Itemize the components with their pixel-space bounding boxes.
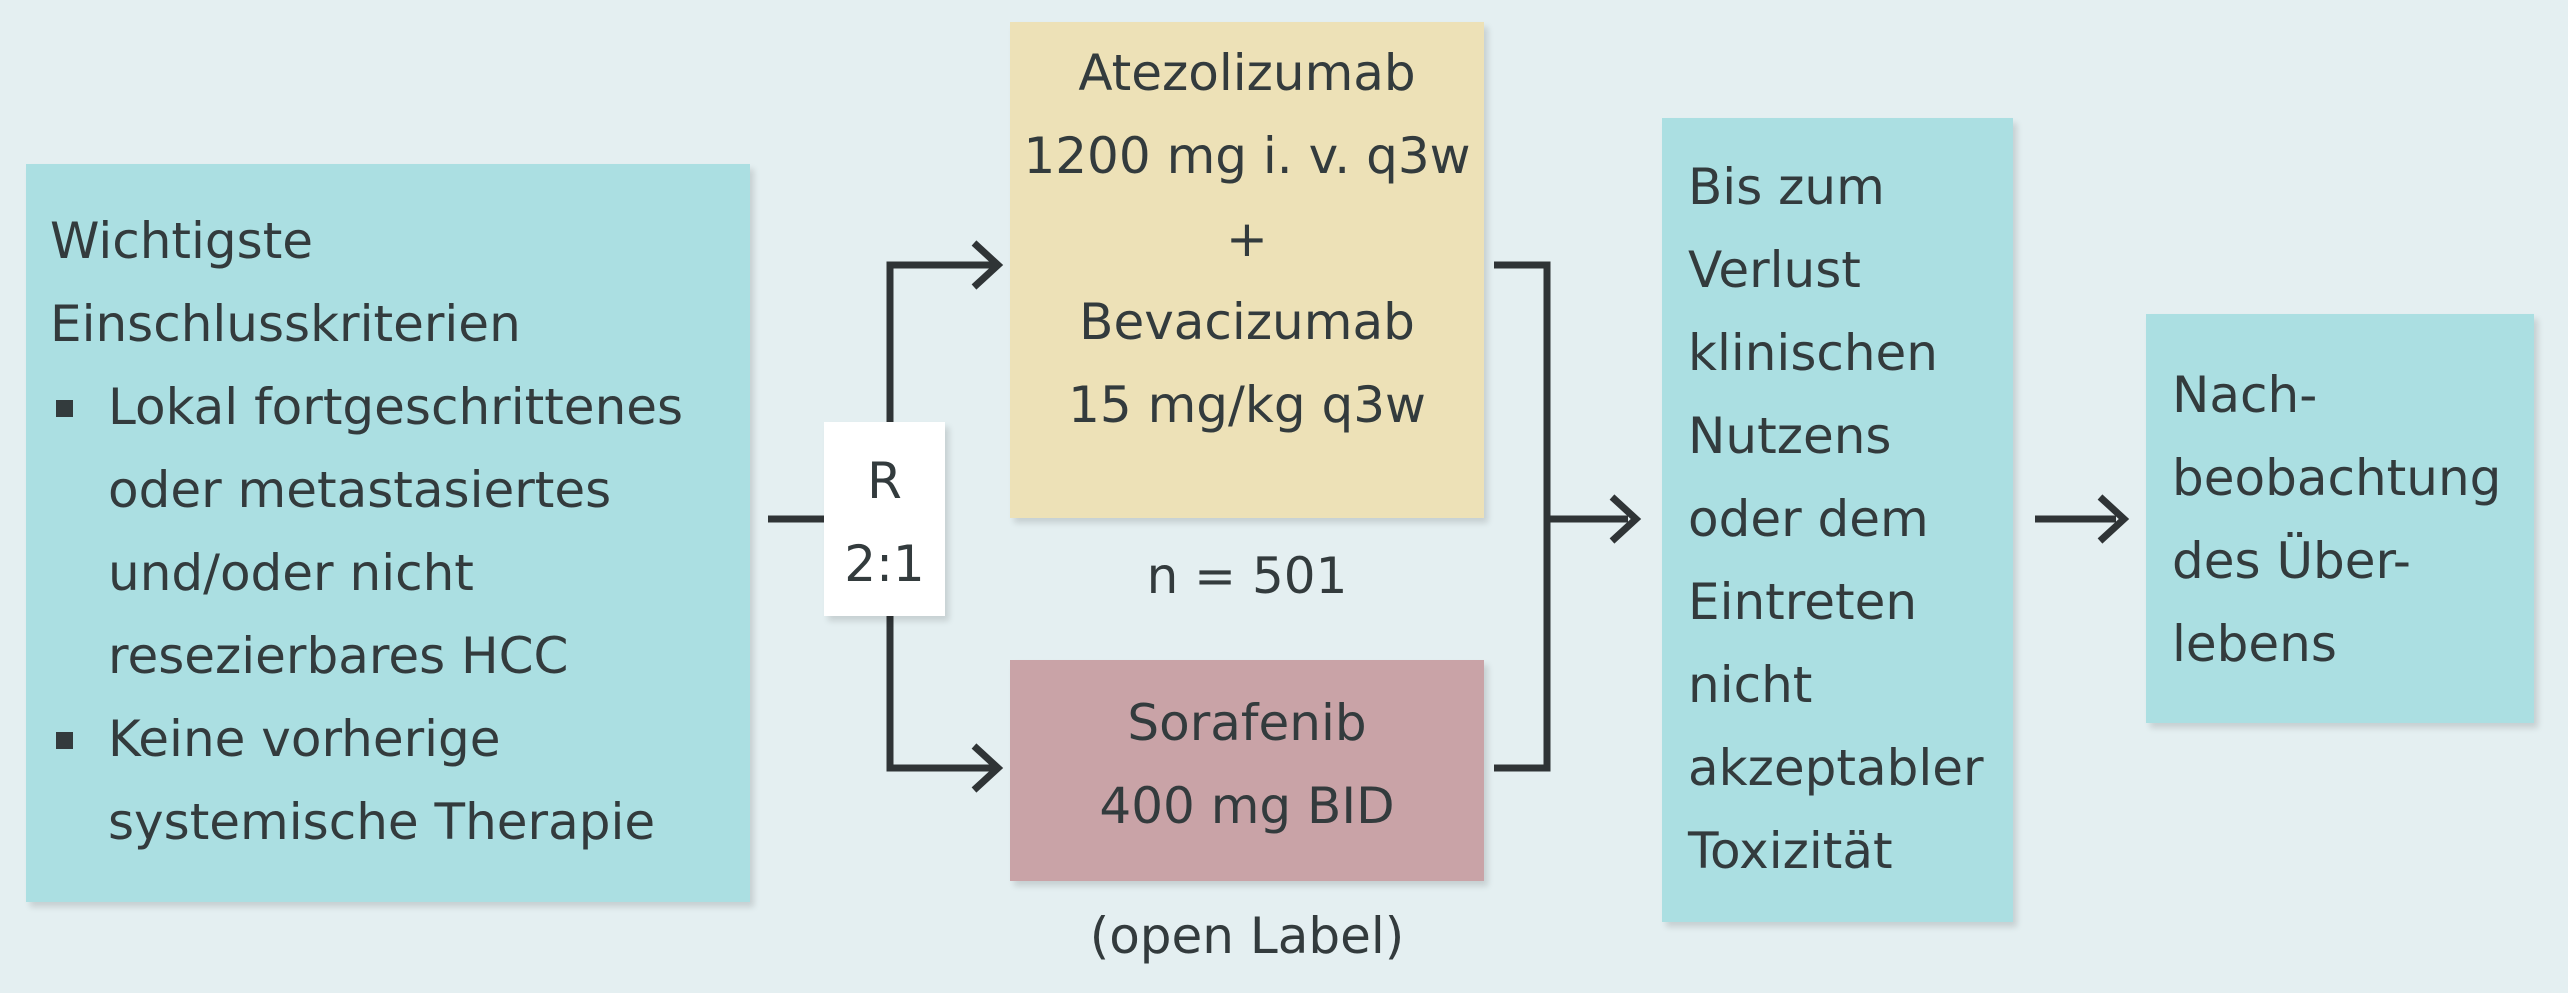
sample-size-label: n = 501 <box>1146 547 1348 605</box>
open-label-note: (open Label) <box>1089 907 1405 965</box>
criteria-title-line1: Wichtigste <box>50 212 314 270</box>
randomization-ratio: 2:1 <box>844 535 925 593</box>
criteria-bullet-1: Lokal fortgeschrittenes oder metastasier… <box>50 366 750 698</box>
followup-line-3: des Über- <box>2172 532 2411 590</box>
until-line-1: Bis zum <box>1688 158 1885 216</box>
arm1-line-5: 15 mg/kg q3w <box>1068 376 1426 434</box>
followup-line-1: Nach- <box>2172 366 2318 424</box>
arm-atezolizumab-bevacizumab: Atezolizumab 1200 mg i. v. q3w + Bevaciz… <box>1010 22 1484 518</box>
survival-followup-box: Nach- beobachtung des Über- lebens <box>2146 314 2534 723</box>
criteria-title-line2: Einschlusskriterien <box>50 295 521 353</box>
until-line-4: Nutzens <box>1688 407 1892 465</box>
bullet-2-line-2: systemische Therapie <box>108 793 656 851</box>
followup-line-4: lebens <box>2172 615 2337 673</box>
bullet-1-line-1: Lokal fortgeschrittenes <box>108 378 684 436</box>
arm2-line-2: 400 mg BID <box>1099 777 1395 835</box>
arm2-line-1: Sorafenib <box>1127 694 1367 752</box>
arrowhead-arm1 <box>971 240 1004 290</box>
until-line-9: Toxizität <box>1688 822 1893 880</box>
followup-line-2: beobachtung <box>2172 449 2502 507</box>
until-line-8: akzeptabler <box>1688 739 1984 797</box>
bullet-1-line-3: und/oder nicht <box>108 544 474 602</box>
treatment-duration-box: Bis zum Verlust klinischen Nutzens oder … <box>1662 118 2013 922</box>
bullet-1-line-2: oder metastasiertes <box>108 461 612 519</box>
arm1-line-4: Bevacizumab <box>1079 293 1415 351</box>
until-line-2: Verlust <box>1688 241 1861 299</box>
bullet-2-line-1: Keine vorherige <box>108 710 501 768</box>
arm1-line-2: 1200 mg i. v. q3w <box>1023 127 1471 185</box>
until-line-5: oder dem <box>1688 490 1929 548</box>
arm1-line-1: Atezolizumab <box>1078 44 1416 102</box>
arrowhead-until <box>1609 494 1642 544</box>
arrowhead-arm2 <box>971 743 1004 793</box>
arm1-line-3: + <box>1226 210 1268 268</box>
randomization-label: R <box>867 452 902 510</box>
until-line-7: nicht <box>1688 656 1813 714</box>
randomization-box: R 2:1 <box>824 422 945 616</box>
until-line-6: Eintreten <box>1688 573 1918 631</box>
arrowhead-followup <box>2097 494 2130 544</box>
bullet-1-line-4: resezierbares HCC <box>108 627 569 685</box>
connector-merge <box>1494 261 1551 772</box>
until-line-3: klinischen <box>1688 324 1938 382</box>
arm-sorafenib: Sorafenib 400 mg BID <box>1010 660 1484 881</box>
inclusion-criteria-box: Wichtigste Einschlusskriterien Lokal for… <box>26 164 750 902</box>
criteria-bullet-2: Keine vorherige systemische Therapie <box>50 698 750 864</box>
